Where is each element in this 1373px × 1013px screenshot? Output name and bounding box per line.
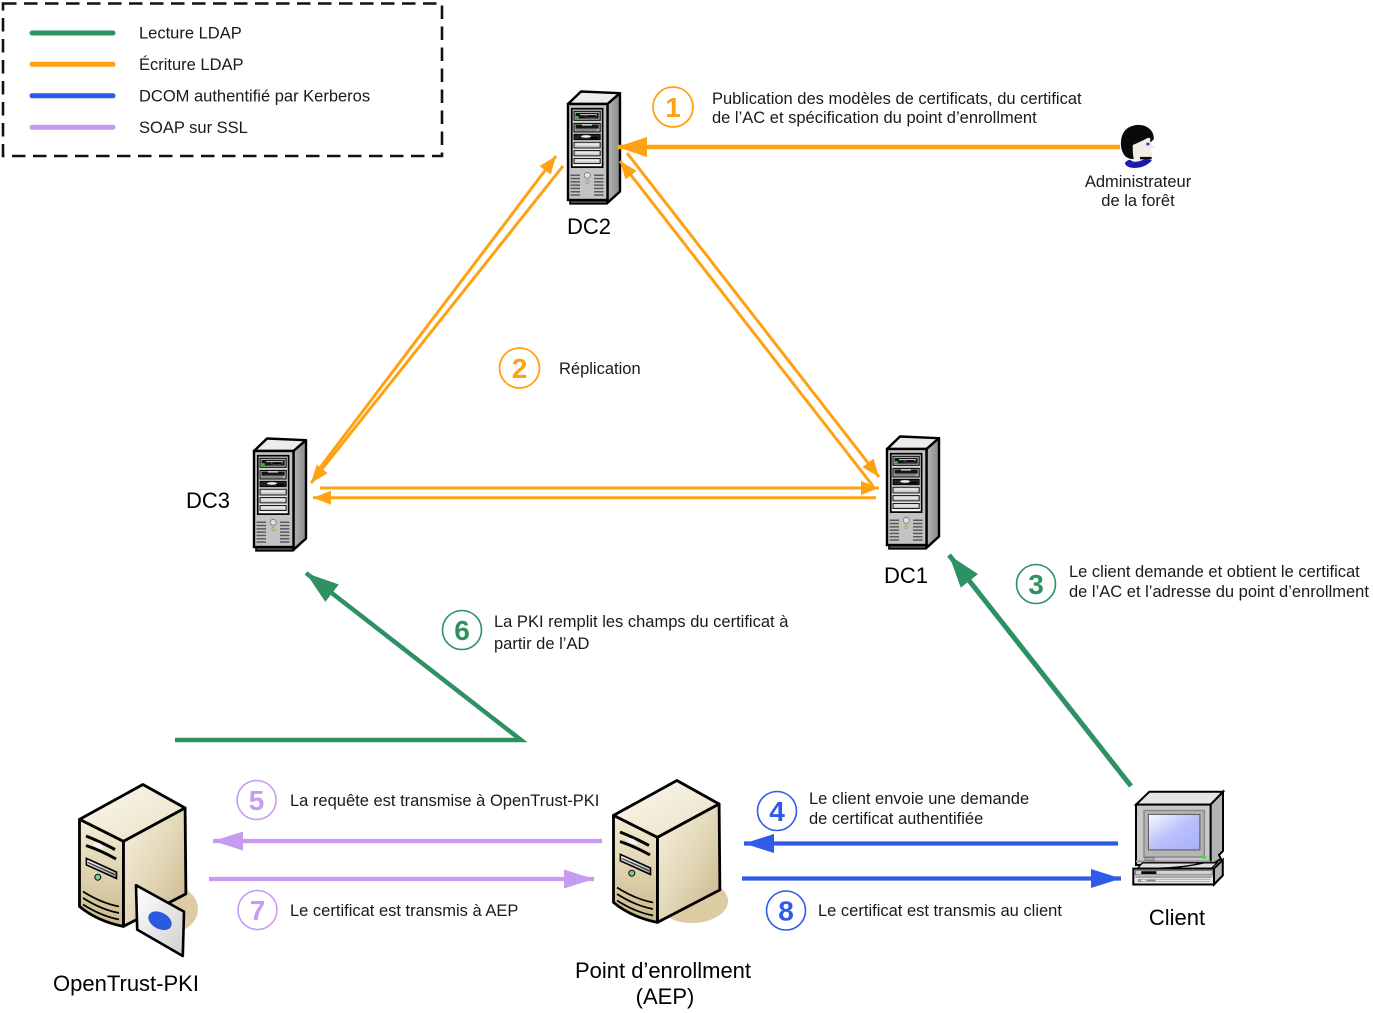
svg-text:3: 3 <box>1028 569 1044 600</box>
svg-text:de l’AC et spécification du po: de l’AC et spécification du point d’enro… <box>712 109 1037 127</box>
svg-text:Publication des modèles de cer: Publication des modèles de certificats, … <box>712 90 1082 108</box>
svg-text:DC1: DC1 <box>884 563 928 588</box>
svg-text:5: 5 <box>249 785 265 816</box>
svg-text:Le client envoie une demande: Le client envoie une demande <box>809 790 1029 808</box>
svg-text:Réplication: Réplication <box>559 360 641 378</box>
svg-text:6: 6 <box>454 615 470 646</box>
svg-text:de l’AC et l’adresse du point: de l’AC et l’adresse du point d’enrollme… <box>1069 583 1369 601</box>
svg-text:7: 7 <box>250 895 266 926</box>
svg-text:Point d’enrollment: Point d’enrollment <box>575 958 751 983</box>
svg-text:Le certificat est transmis au: Le certificat est transmis au client <box>818 902 1062 920</box>
svg-text:2: 2 <box>512 353 528 384</box>
svg-text:Administrateur: Administrateur <box>1085 173 1192 191</box>
svg-text:SOAP sur SSL: SOAP sur SSL <box>139 119 248 137</box>
svg-text:(AEP): (AEP) <box>636 984 695 1009</box>
svg-text:La PKI remplit les champs du c: La PKI remplit les champs du certificat … <box>494 613 789 631</box>
svg-text:1: 1 <box>665 92 681 123</box>
svg-text:La requête est transmise à Ope: La requête est transmise à OpenTrust-PKI <box>290 792 599 810</box>
svg-text:DC3: DC3 <box>186 488 230 513</box>
svg-text:de la forêt: de la forêt <box>1101 192 1175 210</box>
svg-text:4: 4 <box>769 796 785 827</box>
svg-text:partir de l’AD: partir de l’AD <box>494 635 589 653</box>
svg-text:DCOM authentifié par Kerberos: DCOM authentifié par Kerberos <box>139 87 370 105</box>
svg-text:OpenTrust-PKI: OpenTrust-PKI <box>53 971 199 996</box>
svg-text:Le client demande et obtient l: Le client demande et obtient le certific… <box>1069 563 1360 581</box>
svg-text:Lecture LDAP: Lecture LDAP <box>139 25 242 43</box>
svg-text:DC2: DC2 <box>567 214 611 239</box>
svg-text:Client: Client <box>1149 905 1205 930</box>
svg-text:Le certificat est transmis à A: Le certificat est transmis à AEP <box>290 902 518 920</box>
svg-text:de certificat authentifiée: de certificat authentifiée <box>809 810 983 828</box>
svg-text:8: 8 <box>778 896 794 927</box>
svg-text:Écriture LDAP: Écriture LDAP <box>139 55 244 74</box>
